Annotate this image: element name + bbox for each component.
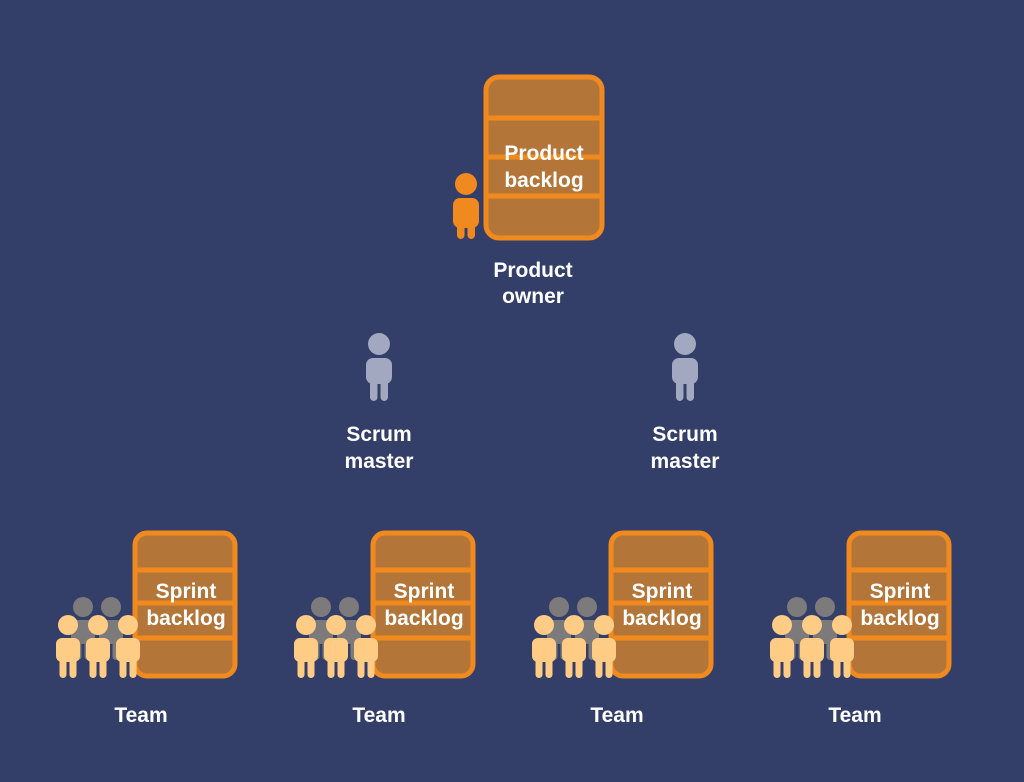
person-icon xyxy=(562,615,586,678)
person-icon xyxy=(354,615,378,678)
person-icon xyxy=(532,615,556,678)
teams-row: SprintbacklogTeamSprintbacklogTeamSprint… xyxy=(56,530,952,727)
database-stack-icon xyxy=(608,530,714,679)
scrum-master-label-line1: Scrum xyxy=(346,423,411,446)
people-group-icon xyxy=(532,597,616,678)
product-owner-label-line1: Product xyxy=(493,259,572,282)
team-label: Team xyxy=(828,704,881,727)
person-icon xyxy=(830,615,854,678)
person-icon xyxy=(56,615,80,678)
person-icon xyxy=(86,615,110,678)
people-group-icon xyxy=(770,597,854,678)
team-label: Team xyxy=(590,704,643,727)
sprint-backlog-label-line1: Sprint xyxy=(394,580,455,603)
sprint-backlog-label-line2: backlog xyxy=(860,607,939,630)
sprint-backlog-label-line2: backlog xyxy=(146,607,225,630)
person-icon xyxy=(672,333,698,401)
scrum-master-right: Scrum master xyxy=(651,333,720,473)
people-group-icon xyxy=(294,597,378,678)
database-stack-icon xyxy=(132,530,238,679)
scrum-master-label-line1: Scrum xyxy=(652,423,717,446)
product-owner-label-line2: owner xyxy=(502,285,564,308)
sprint-backlog-label-line2: backlog xyxy=(384,607,463,630)
person-icon xyxy=(116,615,140,678)
person-icon xyxy=(800,615,824,678)
database-stack-icon xyxy=(846,530,952,679)
people-group-icon xyxy=(56,597,140,678)
person-icon xyxy=(770,615,794,678)
team-label: Team xyxy=(114,704,167,727)
team-label: Team xyxy=(352,704,405,727)
product-backlog-label-line2: backlog xyxy=(504,169,583,192)
person-icon xyxy=(592,615,616,678)
scrum-master-label-line2: master xyxy=(651,450,720,473)
person-icon xyxy=(366,333,392,401)
product-owner: Product owner xyxy=(453,173,573,308)
sprint-backlog-label-line1: Sprint xyxy=(632,580,693,603)
person-icon xyxy=(324,615,348,678)
sprint-backlog-label-line2: backlog xyxy=(622,607,701,630)
sprint-backlog-label-line1: Sprint xyxy=(156,580,217,603)
person-icon xyxy=(453,173,479,239)
scrum-master-label-line2: master xyxy=(345,450,414,473)
sprint-backlog-label-line1: Sprint xyxy=(870,580,931,603)
product-backlog-label-line1: Product xyxy=(504,142,583,165)
person-icon xyxy=(294,615,318,678)
database-stack-icon xyxy=(370,530,476,679)
product-backlog: Product backlog xyxy=(483,74,605,241)
database-stack-icon xyxy=(483,74,605,241)
scrum-master-left: Scrum master xyxy=(345,333,414,473)
